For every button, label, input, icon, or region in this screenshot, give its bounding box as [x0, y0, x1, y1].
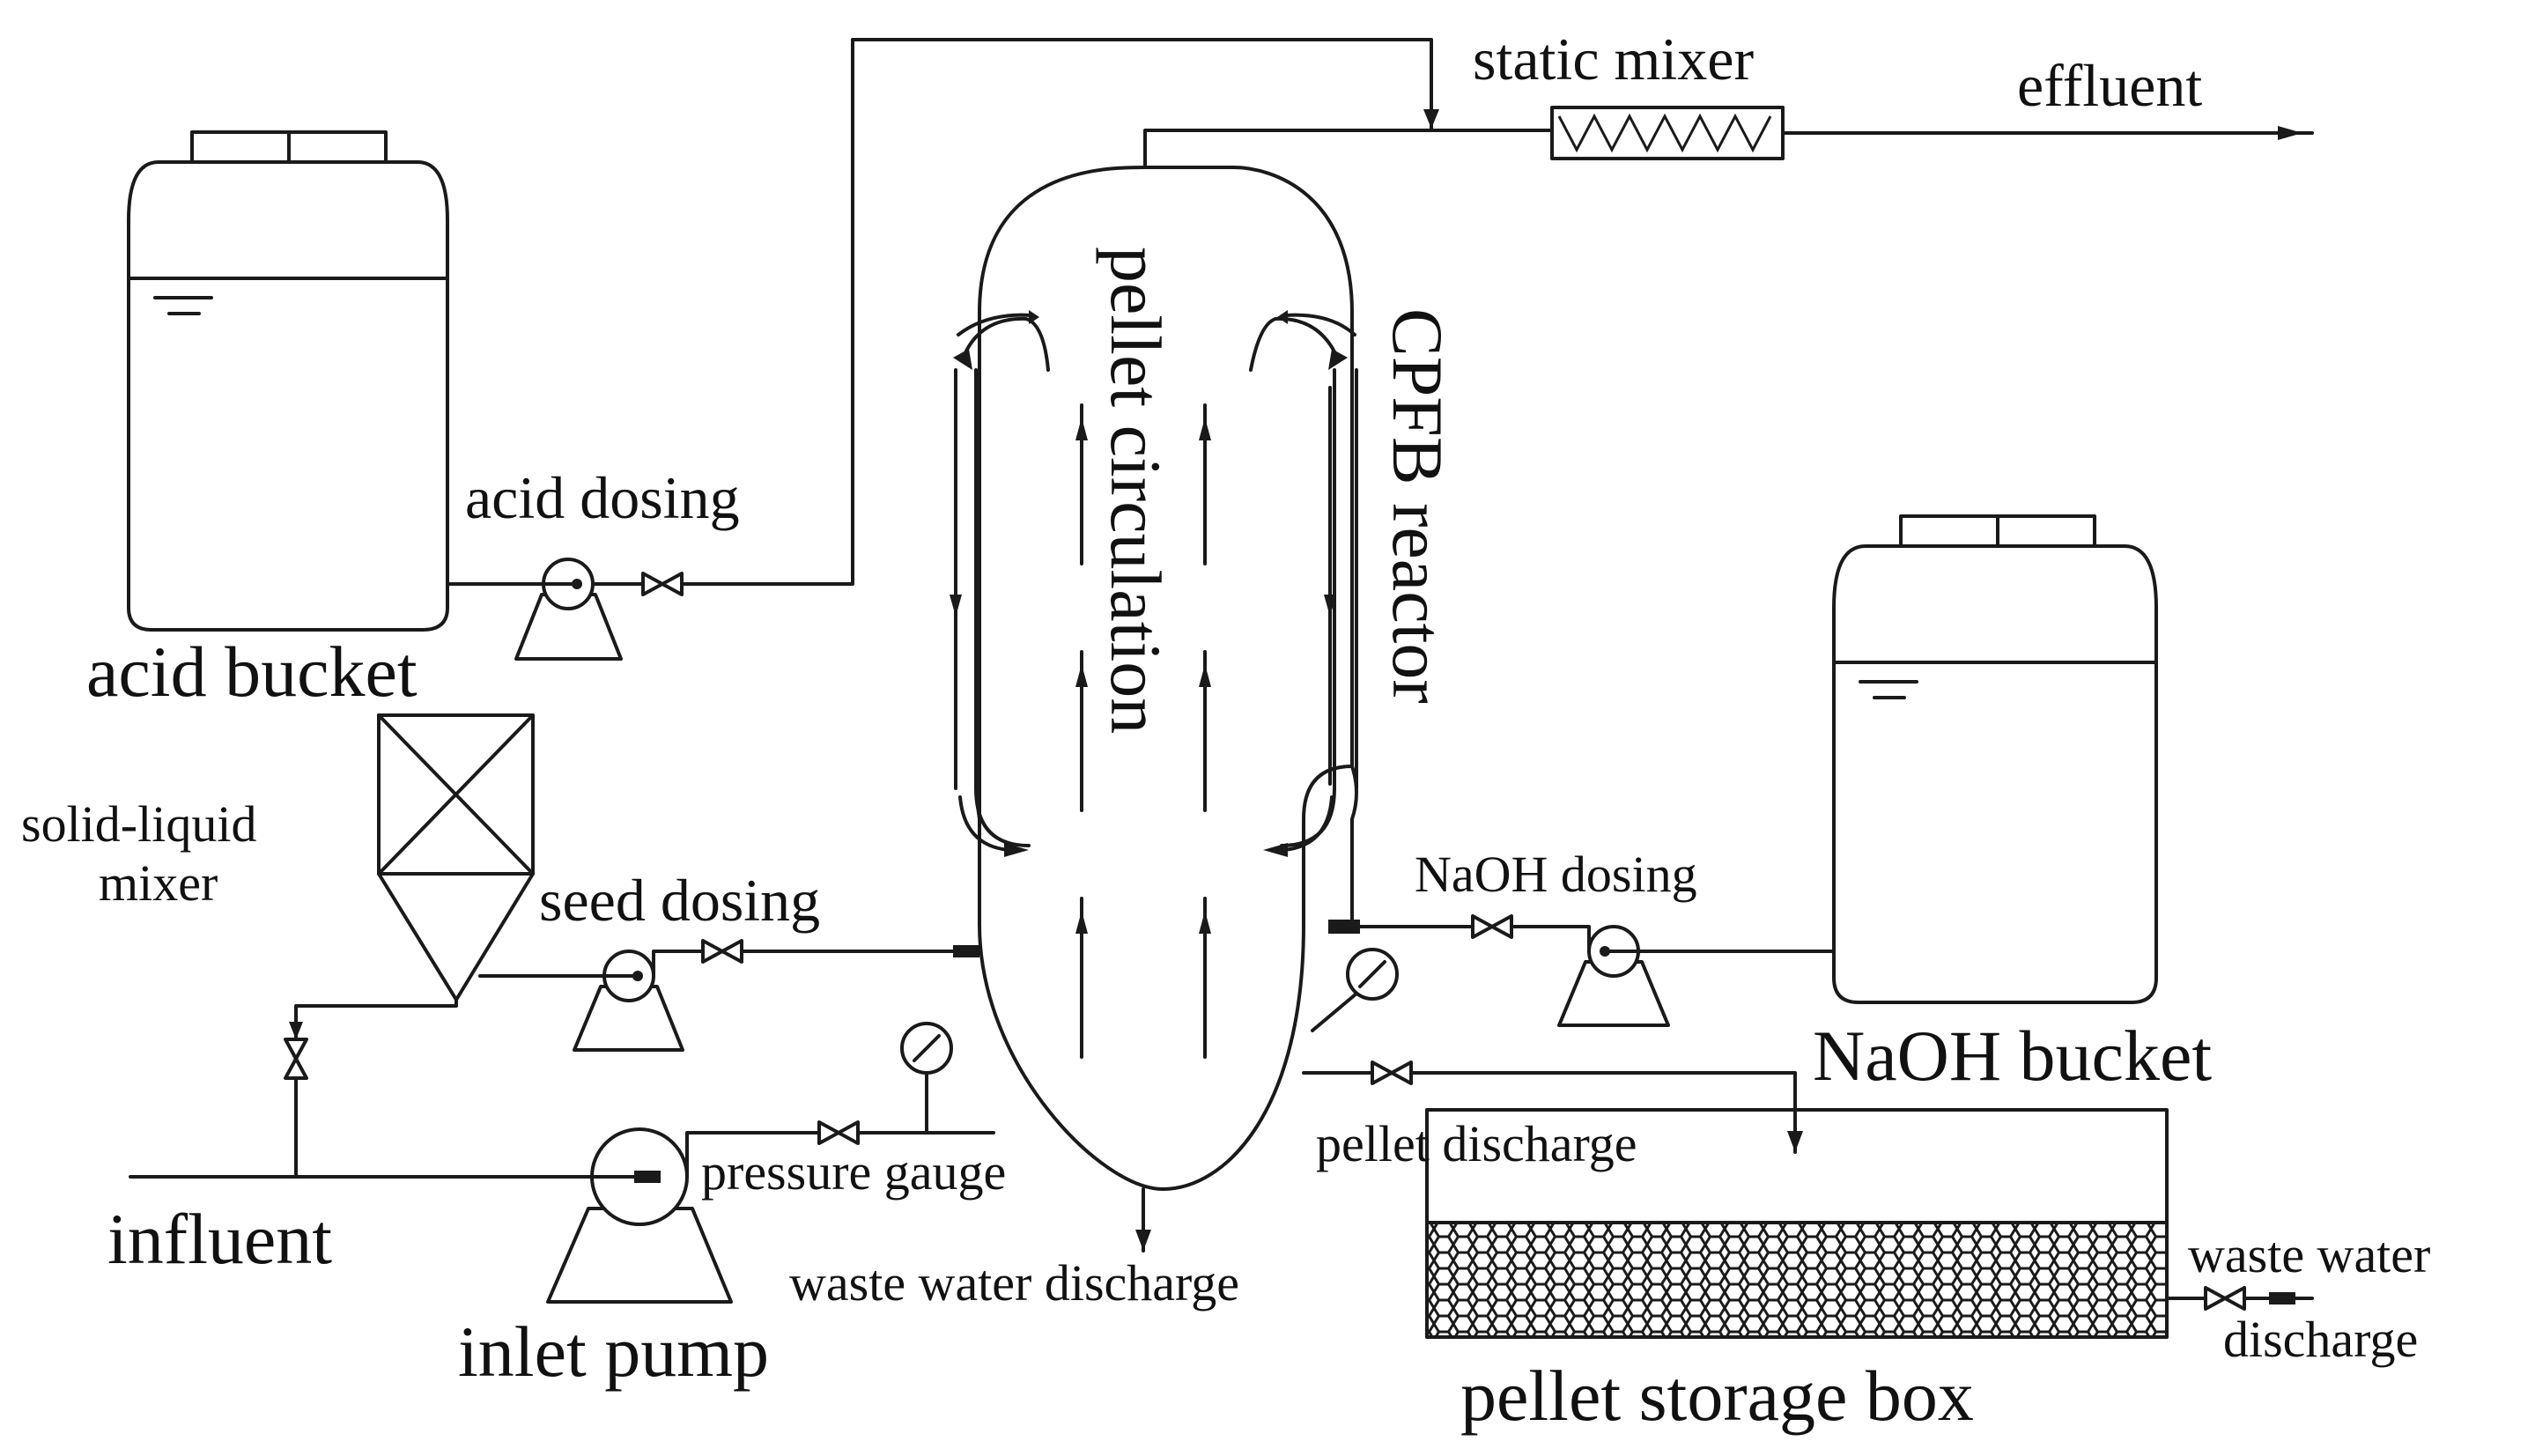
- acid-dosing-line: [446, 38, 1439, 586]
- naoh-dosing-line: [1328, 920, 1836, 953]
- mixer-label: mixer: [99, 854, 218, 912]
- pellet-circulation-label: pellet circulation: [1096, 247, 1176, 734]
- naoh-bucket: [1832, 514, 2158, 1004]
- inlet-pump-label: inlet pump: [458, 1312, 769, 1392]
- effluent-line: [1781, 126, 2314, 140]
- static-mixer-label: static mixer: [1473, 26, 1754, 92]
- solid-liquid-mixer: [377, 713, 535, 1001]
- acid-dosing-pump: [514, 558, 623, 661]
- naoh-bucket-label: NaOH bucket: [1813, 1016, 2212, 1096]
- pellet-storage-box-label: pellet storage box: [1460, 1356, 1974, 1436]
- storage-waste-water-valve-icon: [2204, 1286, 2246, 1311]
- effluent-label: effluent: [2017, 52, 2202, 119]
- storage-discharge-label: discharge: [2223, 1311, 2418, 1368]
- waste-water-discharge-label: waste water discharge: [789, 1254, 1239, 1312]
- pellet-discharge-valve-icon: [1371, 1061, 1413, 1085]
- acid-bucket: [127, 130, 449, 632]
- reactor-pressure-gauge-icon: [1311, 948, 1399, 1032]
- seed-dosing-line: [478, 945, 981, 978]
- inlet-valve-icon: [817, 1120, 860, 1145]
- inlet-pressure-gauge-icon: [900, 1022, 953, 1134]
- influent-label: influent: [107, 1199, 332, 1279]
- static-mixer: [1550, 106, 1785, 160]
- seed-dosing-valve-icon: [701, 939, 743, 964]
- cpfb-reactor-label: CPFB reactor: [1378, 308, 1458, 704]
- solid-liquid-mixer-label: solid-liquid: [21, 795, 256, 853]
- naoh-dosing-label: NaOH dosing: [1415, 846, 1697, 903]
- pellet-discharge-label: pellet discharge: [1316, 1115, 1637, 1172]
- mixer-inlet-line: [289, 998, 458, 1179]
- pellet-storage-box: [1425, 1108, 2169, 1339]
- naoh-dosing-valve-icon: [1471, 914, 1513, 939]
- mixer-inlet-valve-icon: [284, 1038, 308, 1080]
- cpfb-reactor: [975, 129, 1561, 1253]
- circulation-arrows: [950, 316, 1348, 1059]
- reactor-left-draft-tube: [954, 310, 1039, 847]
- acid-bucket-label: acid bucket: [86, 632, 418, 712]
- acid-dosing-valve-icon: [641, 572, 684, 596]
- pressure-gauge-label: pressure gauge: [701, 1143, 1006, 1201]
- storage-waste-water-label: waste water: [2188, 1226, 2430, 1283]
- seed-dosing-label: seed dosing: [539, 867, 820, 934]
- pellet-discharge-line: [1302, 1071, 1803, 1154]
- storage-waste-water-line: [2165, 1292, 2314, 1304]
- inlet-pump: [546, 1127, 733, 1304]
- acid-dosing-label: acid dosing: [465, 464, 740, 531]
- naoh-dosing-pump: [1557, 925, 1670, 1027]
- seed-dosing-pump: [573, 950, 684, 1052]
